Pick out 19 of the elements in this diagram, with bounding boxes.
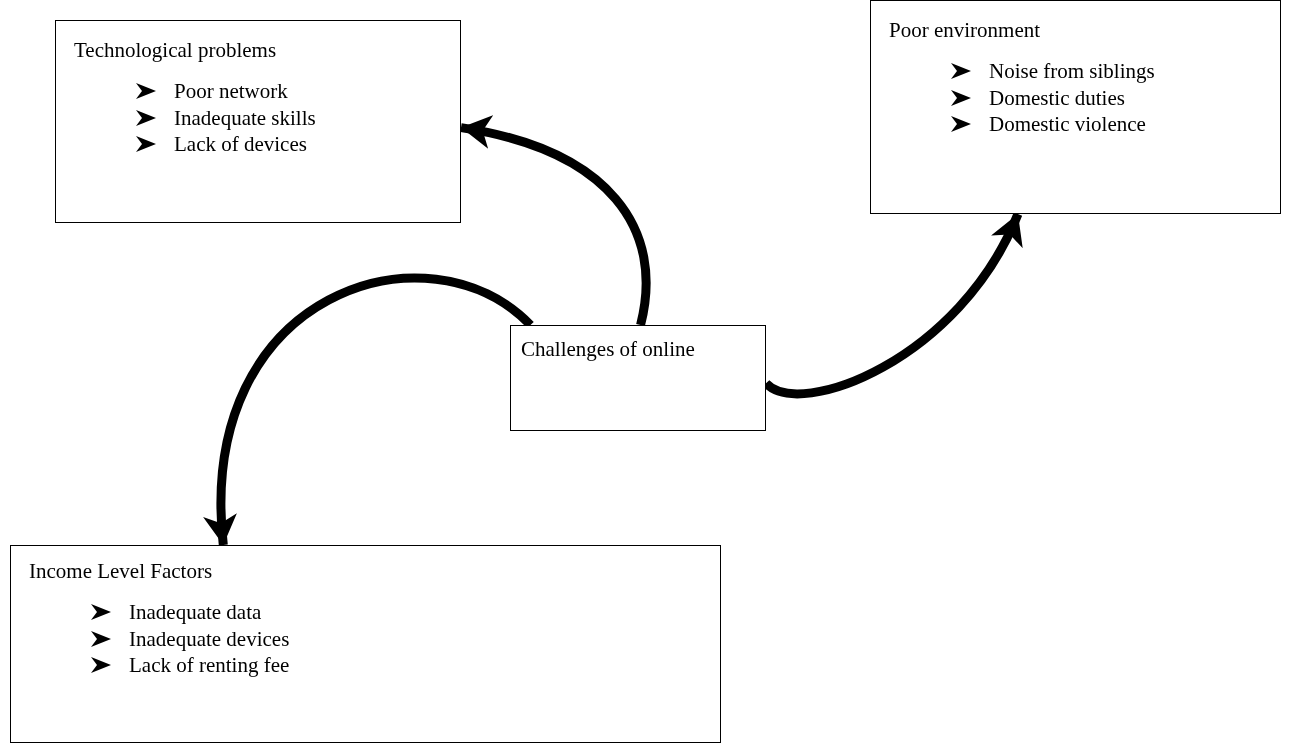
box-heading: Challenges of online [521,336,696,363]
list-item: Domestic violence [989,110,1146,138]
text-box [10,545,721,743]
list-item: Inadequate skills [174,104,316,131]
box-heading: Technological problems [74,37,278,64]
list-item: Inadequate devices [129,625,290,652]
curved-arrow [460,116,651,326]
text-box [870,0,1281,214]
list-item: Domestic duties [989,84,1125,111]
text-box [510,325,766,431]
box-heading: Income Level Factors [29,558,214,585]
list-item: Lack of renting fee [129,651,290,679]
list-item: Noise from siblings [989,58,1155,85]
box-heading: Poor environment [889,17,1042,44]
curved-arrow [205,274,534,546]
list-item: Inadequate data [129,599,262,626]
list-item: Poor network [174,78,288,105]
text-box [55,20,461,223]
list-item: Lack of devices [174,130,307,158]
